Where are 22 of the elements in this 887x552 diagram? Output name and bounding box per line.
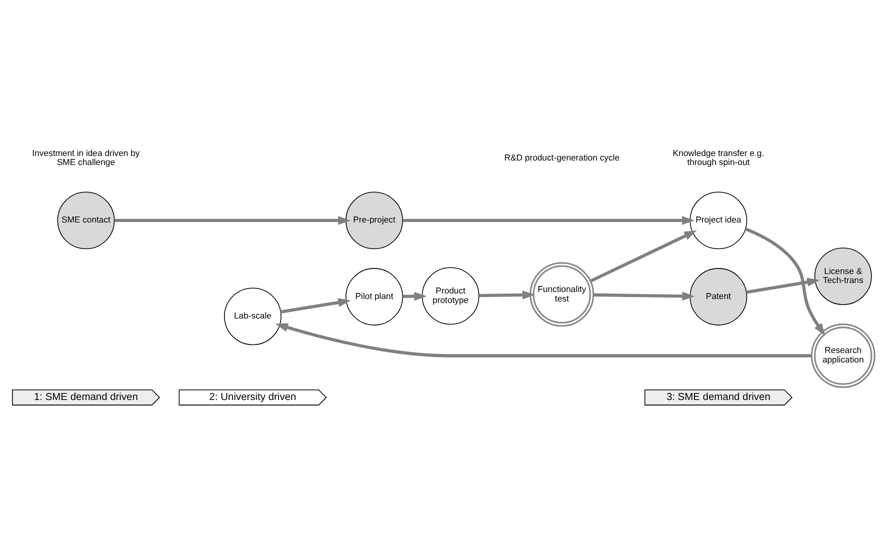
label: R&D product-generation cycle <box>504 152 620 162</box>
node-circle: SME contact <box>57 191 115 249</box>
node-circle: Pilot plant <box>346 268 403 325</box>
arrow <box>402 216 695 224</box>
arrow <box>590 230 697 282</box>
node-circle: Lab-scale <box>224 287 282 345</box>
node-circle: Patent <box>690 268 748 325</box>
label: Investment in idea driven by SME challenge <box>32 147 140 167</box>
arrow <box>275 322 812 357</box>
arrow <box>114 216 351 224</box>
node-circle: Product prototype <box>422 266 480 324</box>
arrow <box>280 298 351 314</box>
arrow <box>746 277 820 294</box>
arrow <box>479 290 536 299</box>
node-circle: Project idea <box>690 191 748 249</box>
arrow <box>402 291 427 300</box>
node-circle: License & Tech-trans <box>814 247 872 305</box>
node-circle: Functionality test <box>530 262 594 326</box>
label: Knowledge transfer e.g. through spin-out <box>672 147 764 167</box>
node-circle: Pre-project <box>346 191 403 249</box>
arrow <box>594 291 695 300</box>
arrow <box>744 226 826 336</box>
